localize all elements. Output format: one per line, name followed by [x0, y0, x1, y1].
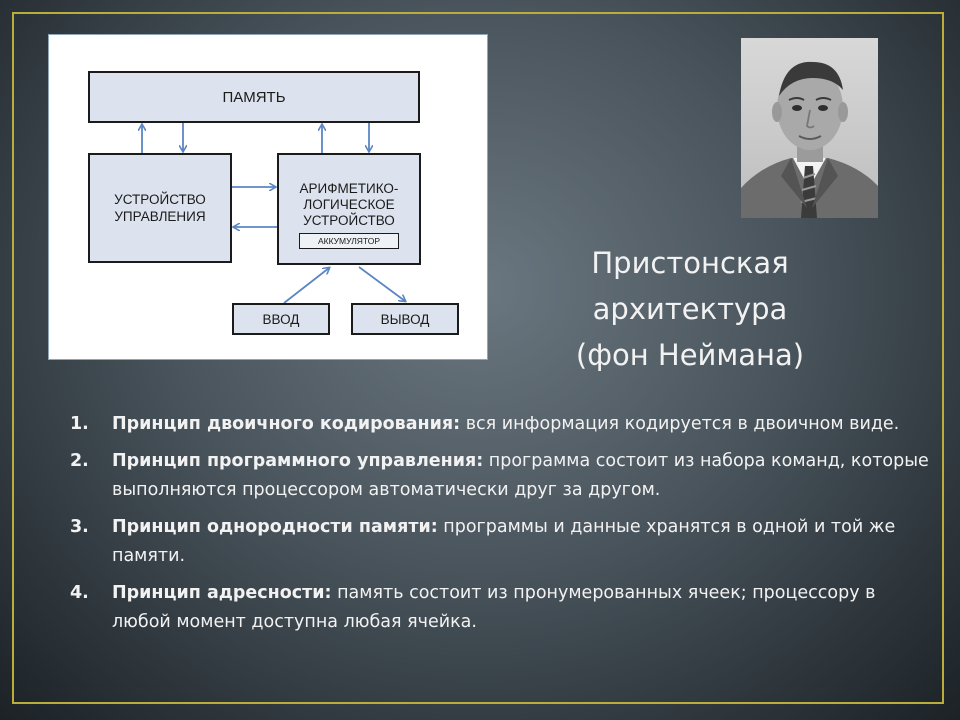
- principle-text: программы и данные хранятся в одной и то…: [112, 517, 896, 566]
- control-unit-block: УСТРОЙСТВО УПРАВЛЕНИЯ: [88, 153, 232, 263]
- alu-block: АРИФМЕТИКО- ЛОГИЧЕСКОЕ УСТРОЙСТВО АККУМУ…: [277, 153, 421, 265]
- memory-block: ПАМЯТЬ: [88, 71, 420, 123]
- title-line-1: Пристонская: [591, 246, 789, 280]
- list-item: 1. Принцип двоичного кодирования: вся ин…: [70, 410, 930, 439]
- principle-number: 3.: [70, 517, 89, 537]
- principle-number: 4.: [70, 583, 89, 603]
- diagram-arrows: [49, 123, 489, 304]
- arrow-input-to-alu: [283, 268, 329, 304]
- accumulator-block: АККУМУЛЯТОР: [299, 233, 399, 249]
- control-unit-label-line-1: УСТРОЙСТВО: [114, 192, 206, 207]
- alu-label-line-2: ЛОГИЧЕСКОЕ: [303, 197, 395, 212]
- slide-frame: [12, 12, 944, 704]
- portrait-image: [741, 38, 878, 218]
- arrow-alu-to-output: [358, 266, 405, 301]
- alu-label-line-1: АРИФМЕТИКО-: [299, 181, 399, 196]
- principle-number: 1.: [70, 414, 89, 434]
- alu-label-line-3: УСТРОЙСТВО: [303, 213, 395, 228]
- memory-label: ПАМЯТЬ: [222, 88, 286, 106]
- von-neumann-diagram: ПАМЯТЬ УСТРОЙСТВО УПРАВЛЕНИЯ АРИФМЕТИКО-…: [48, 34, 488, 360]
- principle-text: вся информация кодируется в двоичном вид…: [460, 414, 900, 434]
- principle-name: Принцип двоичного кодирования:: [112, 414, 461, 434]
- list-item: 4. Принцип адресности: память состоит из…: [70, 579, 930, 637]
- title-line-3: (фон Неймана): [575, 338, 805, 372]
- slide-title: Пристонская архитектура (фон Неймана): [555, 240, 825, 378]
- principle-name: Принцип программного управления:: [112, 451, 484, 471]
- list-item: 3. Принцип однородности памяти: программ…: [70, 513, 930, 571]
- principles-list: 1. Принцип двоичного кодирования: вся ин…: [70, 410, 930, 645]
- principle-name: Принцип однородности памяти:: [112, 517, 438, 537]
- portrait-photo: [741, 38, 878, 218]
- control-unit-label-line-2: УПРАВЛЕНИЯ: [114, 209, 206, 224]
- input-label: ВВОД: [262, 311, 300, 327]
- principle-name: Принцип адресности:: [112, 583, 332, 603]
- output-label: ВЫВОД: [380, 311, 430, 327]
- input-block: ВВОД: [232, 303, 330, 335]
- output-block: ВЫВОД: [351, 303, 459, 335]
- principle-text: память состоит из пронумерованных ячеек;…: [112, 583, 876, 632]
- principle-text: программа состоит из набора команд, кото…: [112, 451, 929, 500]
- title-line-2: архитектура: [592, 292, 788, 326]
- principle-number: 2.: [70, 451, 89, 471]
- list-item: 2. Принцип программного управления: прог…: [70, 447, 930, 505]
